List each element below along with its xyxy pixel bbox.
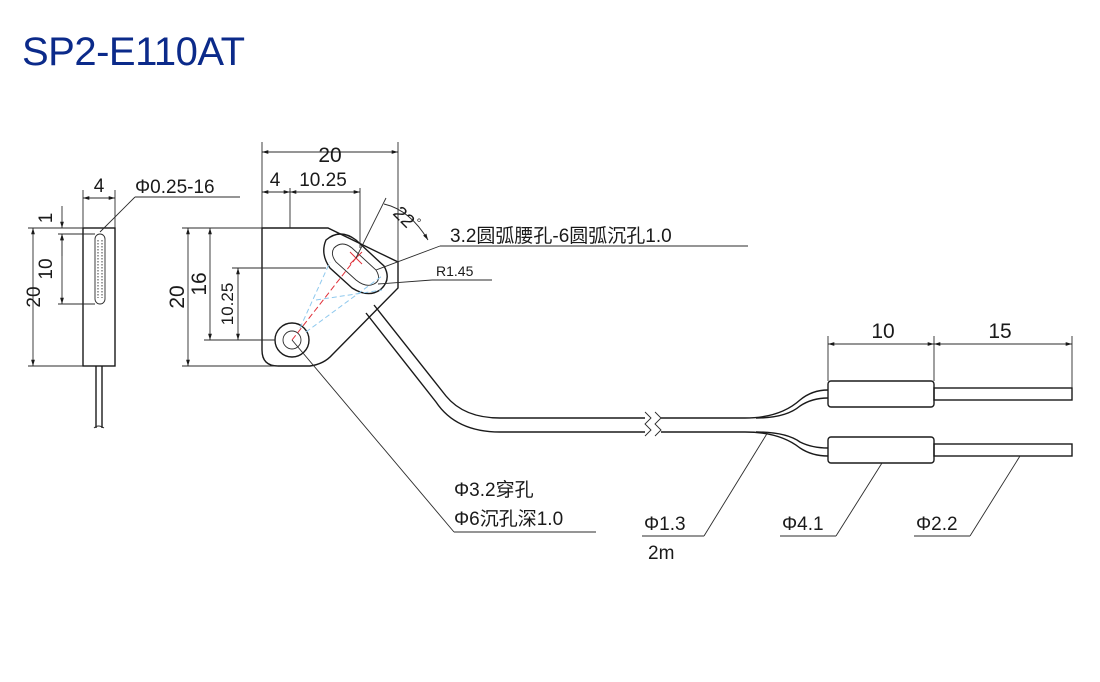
cable-length: 2m bbox=[648, 543, 674, 564]
angle-dim: 22° bbox=[388, 201, 423, 236]
slot-hole bbox=[323, 233, 388, 295]
radius-label: R1.45 bbox=[436, 263, 474, 279]
side-dim-top: 1 bbox=[36, 213, 57, 224]
fiber-window bbox=[94, 233, 106, 305]
front-height-total: 20 bbox=[166, 285, 189, 308]
round-hole-inner bbox=[282, 330, 302, 350]
side-width-dim: 4 bbox=[94, 176, 105, 197]
front-view: 20 4 10.25 22° 3.2圆弧腰孔-6圆弧沉孔1.0 R1.45 20… bbox=[166, 142, 748, 533]
lower-sleeve bbox=[827, 436, 935, 464]
hole-label-line2: Φ6沉孔深1.0 bbox=[454, 508, 563, 530]
upper-tip bbox=[933, 387, 1073, 401]
front-height-16: 16 bbox=[188, 272, 211, 295]
cable-ends: 10 15 Φ1.3 2m Φ4.1 Φ2.2 bbox=[642, 320, 1073, 564]
front-body-outline bbox=[261, 227, 399, 367]
cable-diameter: Φ1.3 bbox=[644, 514, 686, 535]
side-view: 4 Φ0.25-16 1 10 20 bbox=[24, 176, 240, 429]
sleeve-length-dim: 10 bbox=[871, 320, 894, 343]
tip-length-dim: 15 bbox=[988, 320, 1011, 343]
upper-sleeve bbox=[827, 380, 935, 408]
tip-diameter: Φ2.2 bbox=[916, 514, 958, 535]
side-body-outline bbox=[82, 227, 116, 367]
front-height-1025: 10.25 bbox=[218, 283, 237, 326]
hole-label-line1: Φ3.2穿孔 bbox=[454, 479, 534, 501]
lower-tip bbox=[933, 443, 1073, 457]
front-cable bbox=[373, 304, 645, 419]
front-width-mid: 10.25 bbox=[299, 170, 347, 191]
front-width-total: 20 bbox=[318, 144, 341, 167]
side-dim-height: 20 bbox=[24, 286, 45, 307]
sleeve-diameter: Φ4.1 bbox=[782, 514, 824, 535]
front-width-left: 4 bbox=[270, 170, 281, 191]
fiber-label: Φ0.25-16 bbox=[135, 177, 215, 198]
page-title: SP2-E110AT bbox=[22, 30, 245, 74]
side-dim-window: 10 bbox=[36, 258, 57, 279]
slot-label: 3.2圆弧腰孔-6圆弧沉孔1.0 bbox=[450, 225, 672, 247]
